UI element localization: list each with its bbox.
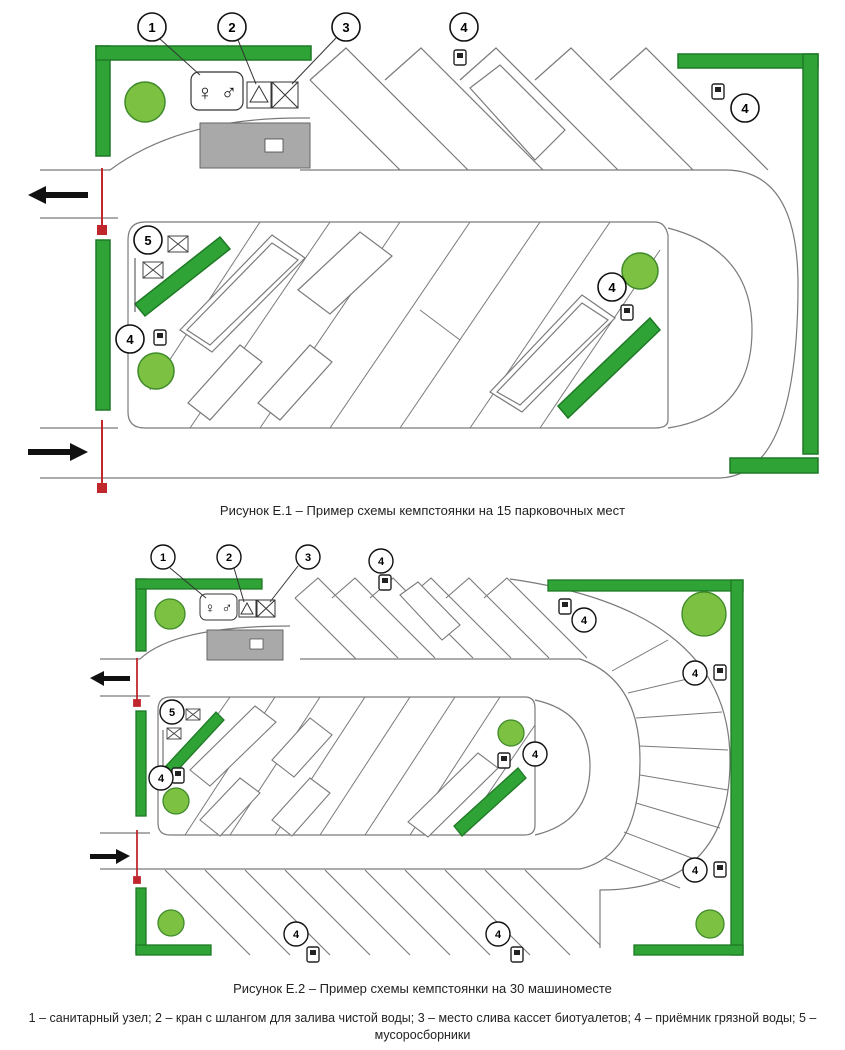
top-parking-bays bbox=[309, 47, 769, 171]
marker-4: 4 bbox=[148, 765, 174, 791]
road-lane-lines bbox=[40, 217, 118, 429]
bottom-parking-bays bbox=[164, 869, 601, 956]
svg-text:2: 2 bbox=[226, 552, 232, 564]
svg-text:4: 4 bbox=[581, 615, 588, 627]
wc-sign-icon bbox=[199, 593, 238, 621]
figure-1-scheme: ♀ ♂ bbox=[28, 12, 819, 493]
island-turn bbox=[667, 227, 753, 429]
vehicles bbox=[179, 64, 616, 421]
traffic-arrows bbox=[28, 186, 88, 461]
marker-3: 3 bbox=[295, 544, 321, 570]
road-lane-lines bbox=[100, 695, 150, 834]
marker-4: 4 bbox=[682, 857, 708, 883]
svg-text:4: 4 bbox=[532, 749, 539, 761]
entry-barriers bbox=[97, 168, 107, 493]
vehicles bbox=[189, 581, 499, 838]
marker-4: 4 bbox=[485, 921, 511, 947]
marker-4: 4 bbox=[597, 272, 627, 302]
wc-sign-icon bbox=[190, 71, 244, 111]
marker-4: 4 bbox=[449, 12, 479, 42]
road-outer-boundary bbox=[100, 625, 641, 870]
central-island bbox=[157, 696, 536, 836]
legend-text: 1 – санитарный узел; 2 – кран с шлангом … bbox=[28, 1011, 817, 1042]
svg-text:4: 4 bbox=[126, 332, 134, 347]
svg-text:4: 4 bbox=[692, 865, 699, 877]
trees bbox=[154, 591, 727, 939]
wc-man-icon: ♂ bbox=[221, 600, 232, 617]
marker-5: 5 bbox=[159, 699, 185, 725]
svg-text:3: 3 bbox=[342, 20, 349, 35]
svg-text:4: 4 bbox=[692, 668, 699, 680]
svg-text:4: 4 bbox=[608, 280, 616, 295]
wc-woman-icon: ♀ bbox=[197, 80, 214, 105]
toilet-building bbox=[199, 122, 311, 169]
wc-man-icon: ♂ bbox=[221, 80, 238, 105]
trees bbox=[124, 81, 659, 390]
figure-2-caption: Рисунок Е.2 – Пример схемы кемпстоянки н… bbox=[233, 981, 612, 996]
svg-text:4: 4 bbox=[741, 101, 749, 116]
marker-1: 1 bbox=[137, 12, 167, 42]
marker-3: 3 bbox=[331, 12, 361, 42]
waste-bins-icon bbox=[162, 708, 201, 766]
svg-text:1: 1 bbox=[148, 20, 155, 35]
svg-text:3: 3 bbox=[305, 552, 311, 564]
entry-barriers bbox=[133, 658, 141, 884]
marker-2: 2 bbox=[217, 12, 247, 42]
building-window-icon bbox=[264, 138, 284, 153]
outer-turn bbox=[509, 578, 731, 948]
svg-text:5: 5 bbox=[169, 707, 175, 719]
marker-4: 4 bbox=[730, 93, 760, 123]
outer-turn-bays bbox=[604, 639, 729, 889]
svg-text:4: 4 bbox=[495, 929, 502, 941]
marker-4: 4 bbox=[115, 324, 145, 354]
svg-text:4: 4 bbox=[378, 556, 385, 568]
marker-4: 4 bbox=[368, 548, 394, 574]
marker-4: 4 bbox=[522, 741, 548, 767]
svg-text:1: 1 bbox=[160, 552, 166, 564]
svg-text:2: 2 bbox=[228, 20, 235, 35]
marker-4: 4 bbox=[571, 607, 597, 633]
figure-2-scheme: ♀ ♂ bbox=[90, 544, 744, 963]
waste-bins-icon bbox=[134, 235, 189, 312]
toilet-building bbox=[206, 629, 284, 661]
svg-text:4: 4 bbox=[158, 773, 165, 785]
island-turn bbox=[534, 699, 591, 836]
traffic-arrows bbox=[90, 671, 130, 864]
figure-1-caption: Рисунок Е.1 – Пример схемы кемпстоянки н… bbox=[219, 503, 626, 518]
svg-text:5: 5 bbox=[144, 233, 151, 248]
marker-4: 4 bbox=[283, 921, 309, 947]
svg-text:4: 4 bbox=[460, 20, 468, 35]
svg-text:4: 4 bbox=[293, 929, 300, 941]
wc-woman-icon: ♀ bbox=[204, 600, 215, 617]
marker-2: 2 bbox=[216, 544, 242, 570]
hedges bbox=[135, 578, 744, 956]
hedges bbox=[95, 45, 819, 474]
building-window-icon bbox=[249, 638, 264, 650]
central-island bbox=[127, 221, 669, 429]
marker-5: 5 bbox=[133, 225, 163, 255]
marker-1: 1 bbox=[150, 544, 176, 570]
marker-4: 4 bbox=[682, 660, 708, 686]
